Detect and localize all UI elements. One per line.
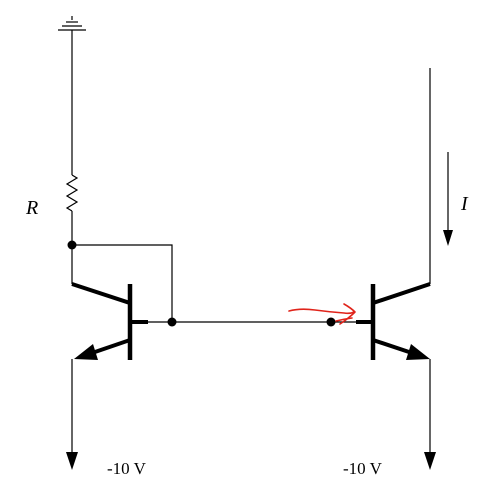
right-collector-lead: [372, 282, 431, 305]
left-transistor: [71, 282, 148, 360]
supply-label-left: -10 V: [107, 459, 147, 478]
node-dot-base-right: [326, 317, 336, 327]
ground-icon: [58, 16, 86, 31]
down-arrow-icon: [424, 452, 436, 470]
left-collector-lead: [71, 282, 131, 305]
resistor-icon: [65, 174, 79, 212]
current-arrow-icon: [443, 152, 453, 246]
right-emitter-arrow-icon: [406, 344, 430, 360]
handwritten-arrow-icon: [288, 303, 356, 325]
node-dot-base-left: [167, 317, 177, 327]
down-arrow-icon: [66, 452, 78, 470]
left-emitter-arrow-icon: [74, 344, 98, 360]
left-emitter-lead: [91, 338, 131, 355]
supply-label-right: -10 V: [343, 459, 383, 478]
resistor-label: R: [25, 197, 38, 219]
wire-diode-connection: [72, 244, 173, 322]
right-emitter-lead: [372, 338, 413, 355]
current-label: I: [460, 193, 469, 215]
right-transistor: [356, 282, 431, 360]
